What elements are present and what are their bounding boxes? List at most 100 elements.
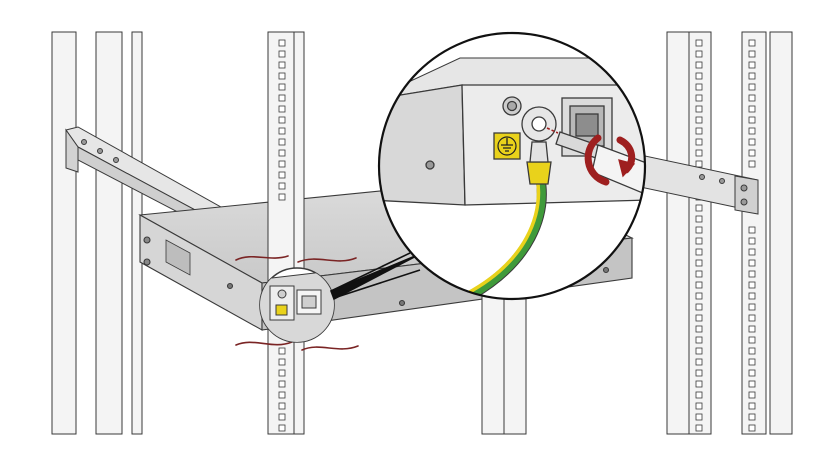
- rack-hole: [748, 402, 756, 410]
- detail-callout-small: [259, 267, 335, 343]
- rack-right-post-holes: [695, 39, 756, 432]
- rack-hole: [278, 369, 286, 377]
- rack-hole: [695, 358, 703, 366]
- rack-hole: [748, 83, 756, 91]
- rack-hole: [695, 72, 703, 80]
- rack-hole: [695, 226, 703, 234]
- rack-hole: [748, 94, 756, 102]
- rack-hole: [278, 83, 286, 91]
- rack-front-posts: [267, 31, 305, 435]
- vibration-marks: [235, 255, 359, 351]
- rack-hole: [695, 369, 703, 377]
- rack-hole: [748, 105, 756, 113]
- rack-hole: [278, 39, 286, 47]
- rack-hole: [748, 325, 756, 333]
- ground-symbol-icon: [493, 132, 521, 160]
- rack-hole: [748, 369, 756, 377]
- rack-hole: [278, 380, 286, 388]
- rack-hole: [278, 127, 286, 135]
- rack-hole: [748, 391, 756, 399]
- rack-hole: [278, 61, 286, 69]
- rack-hole: [695, 336, 703, 344]
- rack-hole: [695, 138, 703, 146]
- rack-hole: [748, 281, 756, 289]
- rack-hole: [748, 270, 756, 278]
- rack-hole: [748, 347, 756, 355]
- rack-hole: [748, 50, 756, 58]
- rack-hole: [695, 380, 703, 388]
- rack-hole: [748, 259, 756, 267]
- rack-hole: [695, 127, 703, 135]
- rack-hole: [278, 193, 286, 201]
- rack-hole: [695, 248, 703, 256]
- rack-hole: [695, 347, 703, 355]
- rack-hole: [748, 314, 756, 322]
- rack-hole: [695, 149, 703, 157]
- rack-hole: [695, 215, 703, 223]
- rack-hole: [695, 94, 703, 102]
- callout-leader-lines: [329, 252, 421, 301]
- rack-hole: [278, 105, 286, 113]
- rack-hole: [748, 116, 756, 124]
- ground-label-small: [275, 304, 288, 316]
- rack-hole: [695, 270, 703, 278]
- rack-hole: [278, 358, 286, 366]
- rack-hole: [748, 413, 756, 421]
- rack-hole: [748, 138, 756, 146]
- rotation-arrow-icon: [584, 134, 636, 186]
- rack-hole: [278, 138, 286, 146]
- rack-hole: [695, 116, 703, 124]
- rack-hole: [278, 116, 286, 124]
- rack-hole: [748, 303, 756, 311]
- rack-hole: [748, 292, 756, 300]
- rack-hole: [695, 237, 703, 245]
- rack-hole: [695, 83, 703, 91]
- rack-hole: [748, 39, 756, 47]
- rack-hole: [695, 39, 703, 47]
- rack-hole: [695, 391, 703, 399]
- rack-hole: [278, 402, 286, 410]
- rack-hole: [695, 292, 703, 300]
- rack-hole: [695, 204, 703, 212]
- rack-hole: [748, 61, 756, 69]
- rack-hole: [278, 171, 286, 179]
- rack-hole: [278, 94, 286, 102]
- rack-hole: [748, 72, 756, 80]
- rack-center-right-post: [481, 289, 527, 435]
- rack-hole: [278, 72, 286, 80]
- rack-rear-posts: [51, 31, 143, 435]
- rack-hole: [278, 424, 286, 432]
- rack-hole: [748, 237, 756, 245]
- rack-hole: [278, 347, 286, 355]
- rack-hole: [695, 105, 703, 113]
- rack-hole: [278, 50, 286, 58]
- zoom-circle-outline: [377, 31, 647, 301]
- rack-hole: [695, 61, 703, 69]
- rack-hole: [695, 314, 703, 322]
- rack-hole: [695, 325, 703, 333]
- zoom-detail-view: [377, 31, 647, 301]
- rack-hole: [748, 358, 756, 366]
- rack-hole: [278, 160, 286, 168]
- rack-hole: [748, 248, 756, 256]
- rack-hole: [748, 160, 756, 168]
- rack-hole: [278, 413, 286, 421]
- rack-hole: [748, 424, 756, 432]
- rack-right-posts: [666, 31, 793, 435]
- rack-hole: [748, 336, 756, 344]
- rack-hole: [695, 413, 703, 421]
- rack-hole: [748, 226, 756, 234]
- rack-hole: [695, 402, 703, 410]
- rack-hole: [278, 182, 286, 190]
- rack-hole: [695, 50, 703, 58]
- rack-hole: [695, 259, 703, 267]
- rack-front-post-holes: [278, 39, 286, 432]
- rack-hole: [748, 127, 756, 135]
- rack-hole: [695, 303, 703, 311]
- ring-terminal-icon: [521, 106, 557, 163]
- rack-hole: [695, 160, 703, 168]
- rack-hole: [695, 424, 703, 432]
- rack-hole: [695, 281, 703, 289]
